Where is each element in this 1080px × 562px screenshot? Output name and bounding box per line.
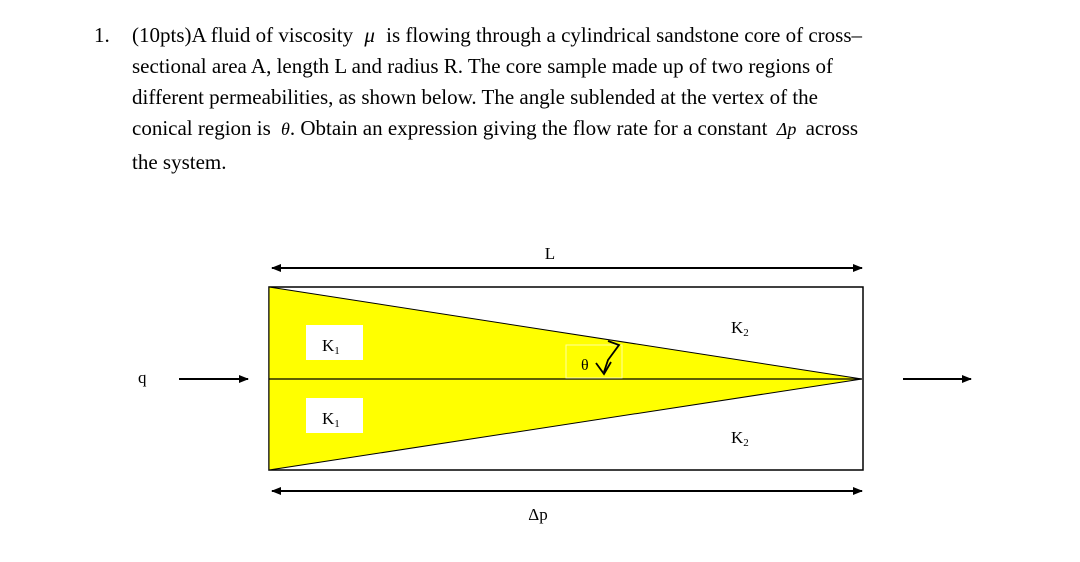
angle-arrow-head xyxy=(595,361,612,376)
k2-upper-label: K2 xyxy=(731,318,749,339)
line4-text-b: . Obtain an expression giving the flow r… xyxy=(289,116,768,140)
k1-lower-label: K1 xyxy=(322,409,340,430)
k1-lower-box xyxy=(306,398,363,433)
line4-text-c: across xyxy=(805,116,859,140)
k1-upper-label: K1 xyxy=(322,336,340,357)
angle-arrow xyxy=(603,340,621,373)
theta-box xyxy=(565,344,623,379)
delta-p-symbol: Δp xyxy=(776,119,797,139)
flow-label: q xyxy=(138,368,147,387)
pressure-label: Δp xyxy=(528,505,547,524)
problem-line-4: conical region is θ. Obtain an expressio… xyxy=(132,113,858,145)
k1-upper-box xyxy=(306,325,363,360)
problem-line-2: sectional area A, length L and radius R.… xyxy=(132,54,833,78)
line1-text-a: (10pts)A fluid of viscosity xyxy=(132,23,354,47)
length-label: L xyxy=(545,244,555,263)
theta-symbol: θ xyxy=(281,119,290,139)
line4-text-a: conical region is xyxy=(132,116,271,140)
problem-line-1: (10pts)A fluid of viscosity μ is flowing… xyxy=(132,20,862,51)
problem-line-3: different permeabilities, as shown below… xyxy=(132,85,818,109)
problem-number: 1. xyxy=(94,23,110,47)
k2-lower-label: K2 xyxy=(731,428,749,449)
mu-symbol: μ xyxy=(364,23,375,47)
theta-label: θ xyxy=(581,357,589,374)
problem-line-5: the system. xyxy=(132,150,227,174)
line1-text-b: is flowing through a cylindrical sandsto… xyxy=(386,23,863,47)
